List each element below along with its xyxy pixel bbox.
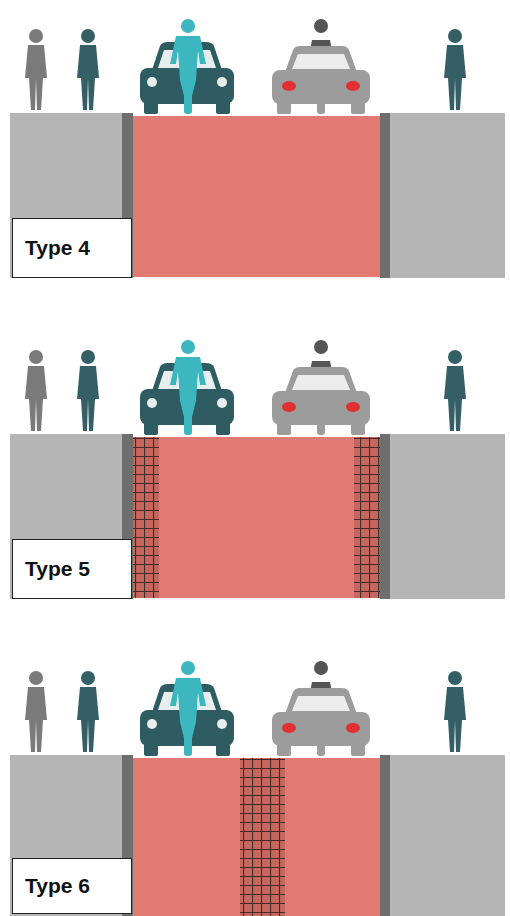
type-label-box: Type 6	[12, 858, 132, 914]
type-label: Type 6	[25, 874, 90, 898]
type-label-box: Type 5	[12, 539, 132, 599]
type-label: Type 4	[25, 236, 90, 260]
type-label: Type 5	[25, 557, 90, 581]
type-label-box: Type 4	[12, 218, 132, 278]
